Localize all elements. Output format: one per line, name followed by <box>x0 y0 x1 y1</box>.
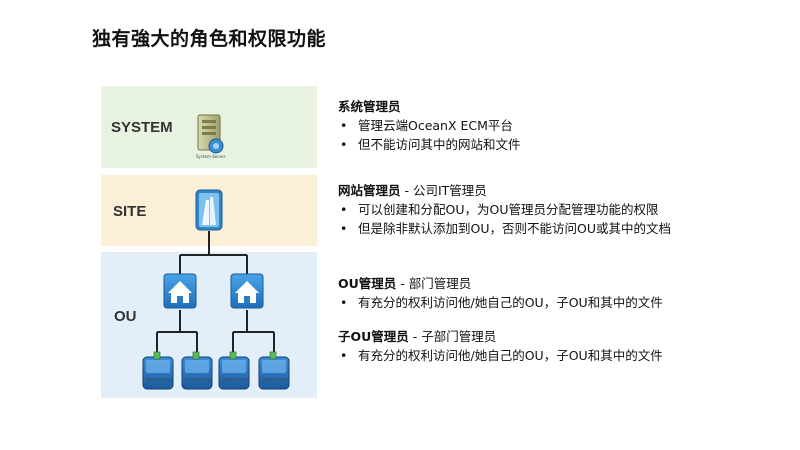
department-caption: Departments <box>222 377 248 382</box>
department-caption: Departments <box>262 377 288 382</box>
role-name: OU管理员 <box>338 276 397 291</box>
site-admin-description: 网站管理员 - 公司IT管理员 可以创建和分配OU，为OU管理员分配管理功能的权… <box>338 181 788 238</box>
department-icon <box>218 351 250 390</box>
role-bullets: 有充分的权利访问他/她自己的OU，子OU和其中的文件 <box>338 346 788 365</box>
role-subtitle: - 部门管理员 <box>396 276 472 291</box>
slide-title: 独有強大的角色和权限功能 <box>92 28 327 50</box>
bullet-item: 有充分的权利访问他/她自己的OU，子OU和其中的文件 <box>338 293 788 312</box>
bullet-item: 管理云端OceanX ECM平台 <box>338 116 788 135</box>
department-caption: Departments <box>146 377 172 382</box>
role-bullets: 可以创建和分配OU，为OU管理员分配管理功能的权限 但是除非默认添加到OU，否则… <box>338 200 788 238</box>
sub-ou-admin-description: 子OU管理员 - 子部门管理员 有充分的权利访问他/她自己的OU，子OU和其中的… <box>338 327 788 365</box>
ou-house-icon <box>230 273 264 309</box>
bullet-item: 有充分的权利访问他/她自己的OU，子OU和其中的文件 <box>338 346 788 365</box>
site-band-label: SITE <box>113 203 146 220</box>
ou-house-icon <box>163 273 197 309</box>
role-subtitle: - 子部门管理员 <box>408 329 497 344</box>
bullet-item: 但不能访问其中的网站和文件 <box>338 135 788 154</box>
server-icon <box>197 114 224 154</box>
ou-band-label: OU <box>114 308 137 325</box>
role-subtitle: - 公司IT管理员 <box>400 183 487 198</box>
site-icon <box>195 189 223 231</box>
role-heading: 子OU管理员 - 子部门管理员 <box>338 327 788 346</box>
system-admin-description: 系统管理员 管理云端OceanX ECM平台 但不能访问其中的网站和文件 <box>338 97 788 154</box>
server-caption: System Server <box>196 154 226 159</box>
bullet-item: 但是除非默认添加到OU，否则不能访问OU或其中的文档 <box>338 219 788 238</box>
role-name: 系统管理员 <box>338 99 401 114</box>
role-heading: OU管理员 - 部门管理员 <box>338 274 788 293</box>
role-name: 子OU管理员 <box>338 329 409 344</box>
role-heading: 系统管理员 <box>338 97 788 116</box>
role-bullets: 管理云端OceanX ECM平台 但不能访问其中的网站和文件 <box>338 116 788 154</box>
role-name: 网站管理员 <box>338 183 401 198</box>
department-icon <box>181 351 213 390</box>
role-bullets: 有充分的权利访问他/她自己的OU，子OU和其中的文件 <box>338 293 788 312</box>
department-icon <box>142 351 174 390</box>
system-band-label: SYSTEM <box>111 119 173 136</box>
role-heading: 网站管理员 - 公司IT管理员 <box>338 181 788 200</box>
bullet-item: 可以创建和分配OU，为OU管理员分配管理功能的权限 <box>338 200 788 219</box>
department-icon <box>258 351 290 390</box>
department-caption: Departments <box>185 377 211 382</box>
ou-admin-description: OU管理员 - 部门管理员 有充分的权利访问他/她自己的OU，子OU和其中的文件 <box>338 274 788 312</box>
